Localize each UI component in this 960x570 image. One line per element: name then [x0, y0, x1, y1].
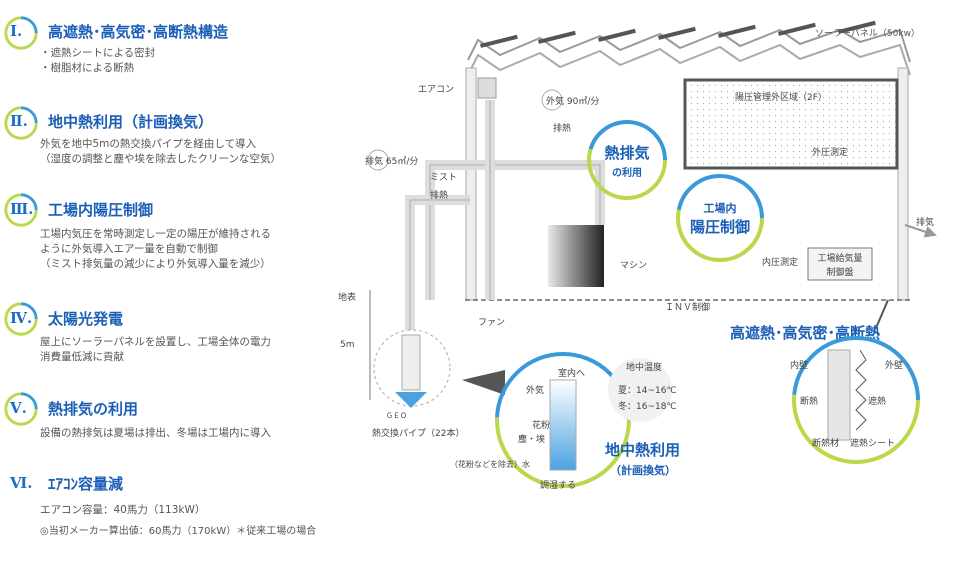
outer-wall-label: 外壁	[885, 359, 903, 371]
swirl-icon	[4, 106, 38, 140]
insulation-label: 断熱	[800, 395, 818, 407]
section-number: Ⅵ.	[10, 474, 33, 492]
inner-wall-label: 内壁	[790, 359, 808, 371]
winter-temp: 冬：16~18℃	[618, 400, 677, 412]
section-body: 設備の熱排気は夏場は排出、冬場は工場内に導入	[40, 426, 271, 441]
aircon-label: エアコン	[418, 85, 454, 95]
pollen-label-1: 花粉	[532, 419, 550, 431]
section-number: Ⅴ.	[10, 399, 27, 417]
geo-pipe	[373, 329, 451, 408]
aircon-unit	[477, 77, 497, 99]
swirl-icon	[4, 302, 38, 336]
outside-pressure-label: 外圧測定	[812, 146, 848, 158]
exhaust-heat-label: 排熱	[430, 189, 448, 201]
solar-panel-label: ソーラーパネル（50kw）	[815, 28, 920, 39]
factory-walls	[465, 67, 910, 301]
body-line: 工場内気圧を常時測定し一定の陽圧が維持される	[40, 228, 271, 240]
control-panel	[807, 247, 873, 281]
body-line: 外気を地中5mの熱交換パイプを経由して導入	[40, 138, 257, 150]
pressure-zone	[683, 78, 899, 170]
body-line: 消費量低減に貢献	[40, 351, 124, 363]
swirl-icon	[4, 193, 38, 227]
solar-panels	[479, 20, 876, 48]
geothermal-subtitle: （計画換気）	[610, 463, 676, 477]
exhaust-right-label: 排気	[916, 216, 934, 228]
geothermal-title: 地中熱利用	[605, 441, 680, 459]
factory-pressure-badge: 工場内 陽圧制御	[676, 174, 764, 262]
machine	[548, 225, 604, 287]
geo-pipe-label: 熱交換パイプ（22本）	[372, 427, 464, 439]
inv-label: ＩＮＶ制御	[665, 301, 710, 313]
humidity-label: 調湿する	[540, 479, 576, 491]
inside-pressure-label: 内圧測定	[762, 256, 798, 268]
section-number: Ⅲ.	[10, 200, 34, 218]
exhaust-top-label: 排熱	[553, 122, 571, 134]
fan-icon	[541, 89, 563, 111]
body-line: ・遮熱シートによる密封	[40, 47, 156, 59]
section-title: ｴｱｺﾝ容量減	[48, 475, 124, 493]
heat-exhaust-subtitle: の利用	[612, 166, 642, 179]
body-line: （ミスト排気量の減少により外気導入量を減少）	[40, 258, 271, 270]
section-body: ・遮熱シートによる密封 ・樹脂材による断熱	[40, 46, 155, 76]
ground-label: 地表	[338, 291, 356, 303]
body-line: ◎当初メーカー算出値：60馬力（170kW）＊従来工場の場合	[40, 526, 317, 537]
pressure-zone-label: 陽圧管理外区域（2F）	[735, 91, 827, 103]
body-line: 設備の熱排気は夏場は排出、冬場は工場内に導入	[40, 427, 271, 439]
detail-indoor-label: 室内へ	[558, 367, 585, 379]
body-line: （湿度の調整と塵や埃を除去したクリーンな空気）	[40, 153, 281, 165]
roof	[467, 28, 911, 76]
section-title: 熱排気の利用	[48, 400, 139, 418]
section-number: Ⅱ.	[10, 112, 28, 130]
callout-arrow	[462, 370, 505, 395]
control-panel-line2: 制御盤	[826, 266, 853, 278]
feature-list: Ⅰ. 高遮熱･高気密･高断熱構造 ・遮熱シートによる密封 ・樹脂材による断熱 Ⅱ…	[0, 0, 340, 570]
machine-label: マシン	[620, 261, 647, 271]
ground-temp-title: 地中温度	[626, 361, 662, 373]
geo-label: ＧＥＯ	[386, 412, 407, 420]
insulation-detail	[792, 336, 920, 464]
section-title: 工場内陽圧制御	[48, 201, 154, 219]
insulation-material-label: 断熱材	[812, 437, 839, 449]
section-title: 高遮熱･高気密･高断熱構造	[48, 23, 229, 41]
heat-sheet-label: 遮熱シート	[850, 437, 895, 449]
section-body: 屋上にソーラーパネルを設置し、工場全体の電力 消費量低減に貢献	[40, 335, 271, 365]
mist-label: ミスト	[430, 173, 457, 183]
detail-outside-label: 外気	[526, 384, 544, 396]
heat-exhaust-title: 熱排気	[604, 144, 649, 162]
section-number: Ⅳ.	[10, 309, 33, 327]
swirl-icon	[4, 16, 38, 50]
heat-shield-label: 遮熱	[868, 395, 886, 407]
ducts	[405, 100, 605, 330]
body-line: ように外気導入エアー量を自動で制御	[40, 243, 218, 255]
summer-temp: 夏：14~16℃	[618, 385, 677, 396]
outside-air-label: 外気 90㎥/分	[546, 95, 599, 107]
depth-label: 5m	[340, 340, 355, 350]
section-body: 工場内気圧を常時測定し一定の陽圧が維持される ように外気導入エアー量を自動で制御…	[40, 227, 271, 272]
heat-exhaust-badge: 熱排気 の利用	[587, 120, 667, 200]
fan-icon	[367, 149, 389, 171]
body-line: エアコン容量：40馬力（113kW）	[40, 504, 206, 516]
section-number: Ⅰ.	[10, 22, 23, 40]
ground-temp-panel	[608, 358, 672, 422]
section-body: 外気を地中5mの熱交換パイプを経由して導入 （湿度の調整と塵や埃を除去したクリー…	[40, 137, 281, 167]
body-line: 屋上にソーラーパネルを設置し、工場全体の電力	[40, 336, 271, 348]
pollen-label-2: 塵・埃	[518, 433, 545, 445]
callout-line	[875, 299, 889, 329]
control-panel-line1: 工場給気量	[817, 252, 862, 264]
exhaust-mist-label: 排気 65㎥/分	[365, 155, 418, 167]
swirl-icon	[4, 392, 38, 426]
body-line: ・樹脂材による断熱	[40, 62, 135, 74]
pollen-removed-label: （花粉などを除去）水	[450, 459, 530, 469]
factory-diagram: ソーラーパネル（50kw） 陽圧管理外区域（2F） 外圧測定 エアコン 外気 9…	[338, 20, 937, 491]
section-title: 地中熱利用（計画換気）	[48, 113, 214, 131]
factory-pressure-line2: 陽圧制御	[690, 218, 750, 236]
fan-label: ファン	[478, 318, 505, 328]
section-title: 太陽光発電	[48, 310, 124, 328]
exhaust-arrow	[904, 224, 937, 238]
factory-pressure-line1: 工場内	[704, 201, 737, 215]
section-body: エアコン容量：40馬力（113kW） ◎当初メーカー算出値：60馬力（170kW…	[40, 499, 316, 543]
